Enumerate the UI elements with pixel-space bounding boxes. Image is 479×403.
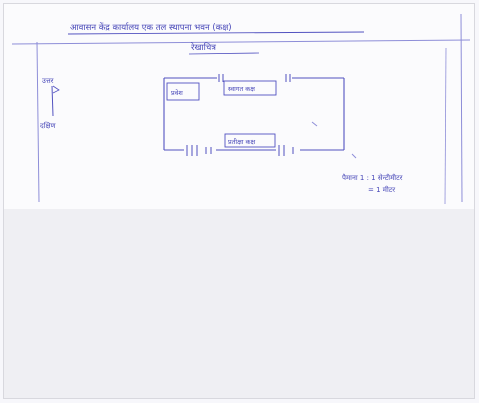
title-underline (67, 31, 365, 35)
corner-box (166, 82, 200, 101)
right-inner-line (444, 47, 447, 205)
side-marker-top-label: उत्तर (42, 77, 54, 85)
subtitle-underline (188, 52, 260, 55)
left-border-line (36, 41, 40, 203)
opening-marks-bottom (186, 145, 294, 156)
stray-mark (311, 121, 318, 127)
right-border-line (460, 13, 463, 203)
side-marker-flag-icon (52, 85, 60, 94)
opening-marks-top (218, 74, 291, 82)
top-border-line (11, 39, 471, 45)
bottom-room-label: प्रतीक्षा कक्ष (228, 138, 255, 146)
floor-plan-drawing: आवासन केंद्र कार्यालय एक तल स्थापना भवन … (11, 13, 471, 205)
top-room-label: स्वागत कक्ष (228, 85, 255, 93)
side-marker-bottom-label: दक्षिण (40, 121, 57, 130)
scale-note-line1: पैमाना 1 : 1 सेन्टीमीटर (342, 173, 403, 182)
drawing-sheet (4, 4, 474, 209)
bottom-room-box (224, 133, 276, 148)
sheet-title: आवासन केंद्र कार्यालय एक तल स्थापना भवन … (70, 22, 232, 33)
stray-mark (351, 153, 357, 159)
side-marker-line (51, 85, 54, 117)
floor-plan-outline (163, 77, 345, 151)
top-room-box (223, 80, 277, 96)
blank-lower-area (4, 209, 474, 398)
sheet-subtitle: रेखाचित्र (190, 42, 216, 53)
scale-note-line2: = 1 मीटर (368, 185, 395, 194)
corner-box-label: प्रवेश (171, 89, 183, 97)
scanned-page: आवासन केंद्र कार्यालय एक तल स्थापना भवन … (3, 3, 475, 399)
